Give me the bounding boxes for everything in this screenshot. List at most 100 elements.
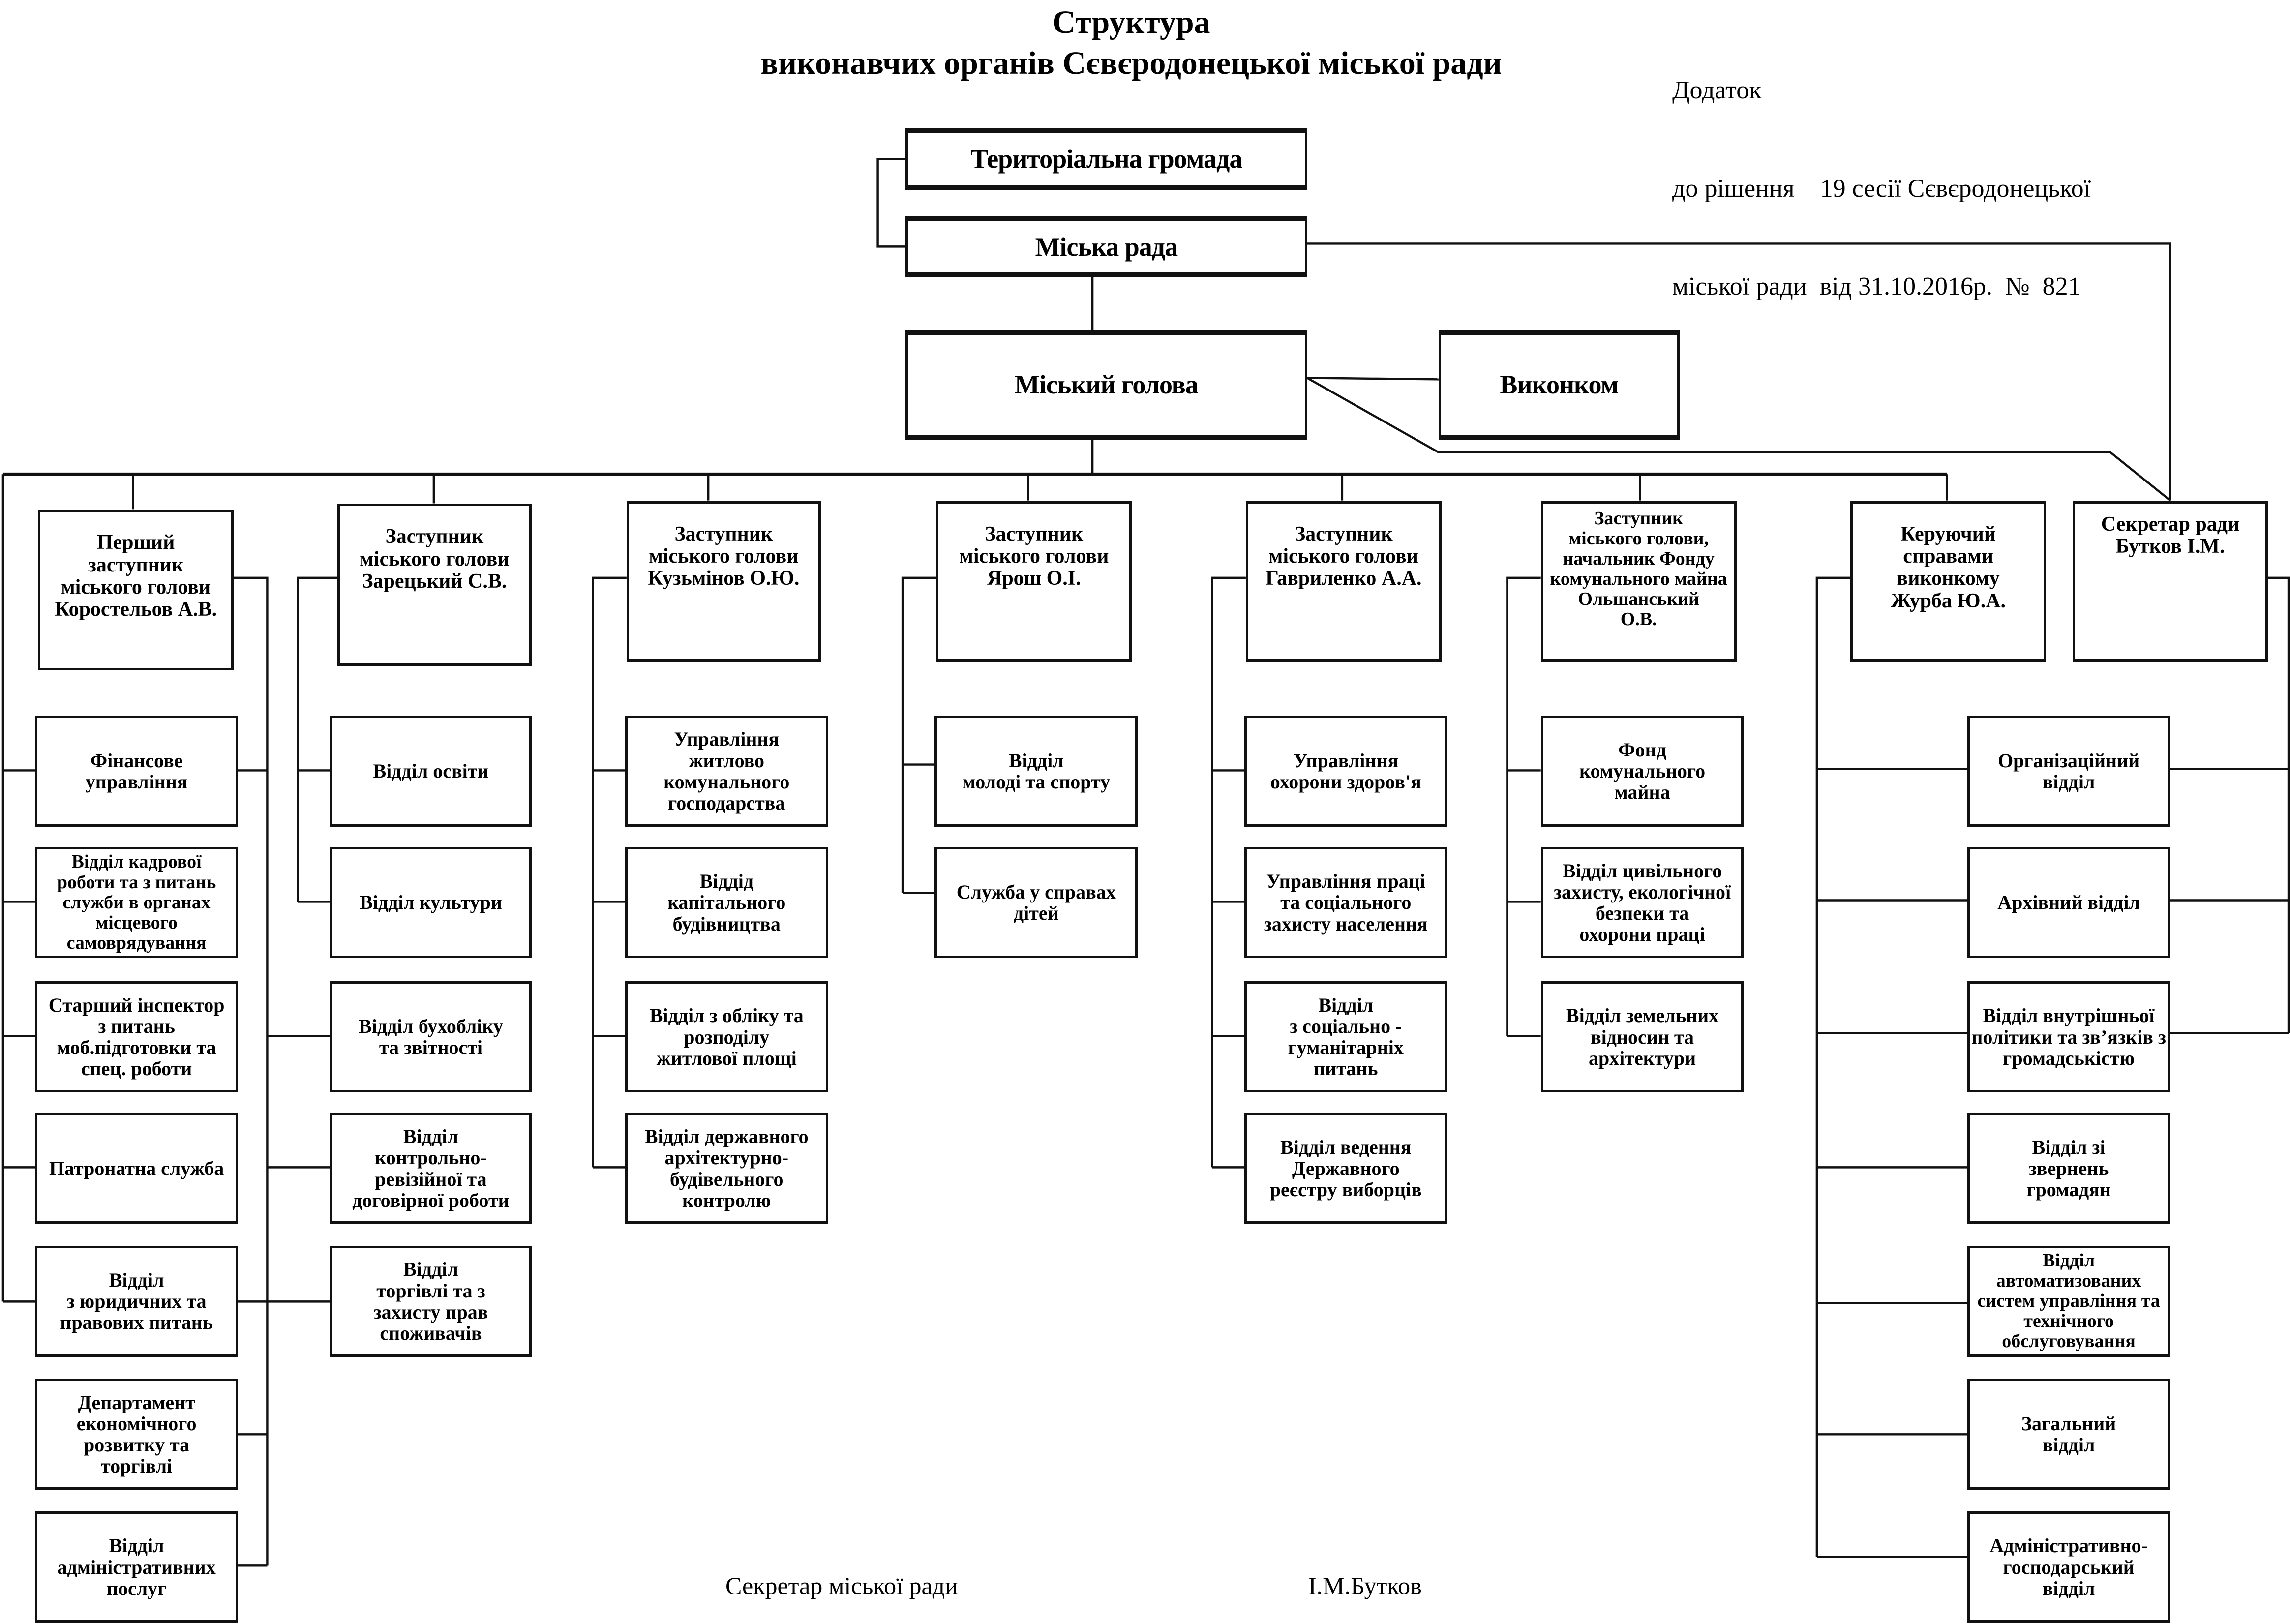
head-deputy-zaretsky-label: Заступник міського голови Зарецький С.В.: [360, 525, 510, 593]
unit-box-label: Старший інспектор з питань моб.підготовк…: [48, 993, 225, 1080]
unit-box-label: Відділ контрольно- ревізійної та договір…: [352, 1125, 510, 1211]
unit-box: Відділ внутрішньої політики та зв’язків …: [1967, 981, 2170, 1093]
unit-box-label: Фонд комунального майна: [1579, 739, 1706, 804]
head-executive-manager-label: Керуючий справами виконкому Журба Ю.А.: [1891, 522, 2006, 612]
unit-box: Служба у справах дітей: [934, 847, 1138, 958]
unit-box: Відділ освіти: [330, 716, 532, 827]
box-city-council: Міська рада: [905, 216, 1307, 278]
unit-box: Відділ з юридичних та правових питань: [35, 1245, 238, 1357]
unit-box: Управління житлово комунального господар…: [625, 716, 828, 827]
col1-right-spine: [234, 576, 269, 1566]
unit-box: Відділ з обліку та розподілу житлової пл…: [625, 981, 828, 1093]
bracket-community-council: [876, 158, 906, 248]
box-territorial-community: Територіальна громада: [905, 128, 1307, 190]
head-deputy-yarosh-label: Заступник міського голови Ярош О.І.: [959, 522, 1109, 590]
signature-name: І.М.Бутков: [1308, 1572, 1422, 1599]
unit-box: Фінансове управління: [35, 716, 238, 827]
unit-box: Відділ культури: [330, 847, 532, 958]
unit-box-label: Відділ земельних відносин та архітектури: [1566, 1004, 1719, 1069]
link-council-secretary: [1307, 242, 2171, 501]
unit-box: Віддід капітального будівництва: [625, 847, 828, 958]
box-executive-committee: Виконком: [1438, 330, 1680, 440]
unit-box-label: Управління охорони здоров'я: [1270, 749, 1421, 793]
unit-box: Загальний відділ: [1967, 1379, 2170, 1490]
unit-box-label: Відділ цивільного захисту, екологічної б…: [1553, 859, 1731, 946]
box-city-mayor-label: Міський голова: [1014, 370, 1199, 400]
box-territorial-community-label: Територіальна громада: [970, 144, 1242, 174]
head-deputy-olshansky: Заступник міського голови, начальник Фон…: [1540, 501, 1737, 662]
unit-box-label: Відділ освіти: [373, 760, 489, 782]
unit-box: Відділ державного архітектурно- будівель…: [625, 1113, 828, 1224]
unit-box-label: Адміністративно- господарський відділ: [1989, 1534, 2148, 1599]
unit-box-label: Відділ ведення Державного реєстру виборц…: [1269, 1136, 1422, 1201]
unit-box-label: Патронатна служба: [49, 1157, 224, 1179]
unit-box-label: Відділ бухобліку та звітності: [359, 1015, 503, 1059]
unit-box: Відділ торгівлі та з захисту прав спожив…: [330, 1245, 532, 1357]
annex-line-1: Додаток: [1672, 76, 1762, 105]
head-deputy-yarosh: Заступник міського голови Ярош О.І.: [936, 501, 1132, 662]
unit-box: Старший інспектор з питань моб.підготовк…: [35, 981, 238, 1093]
unit-box: Архівний відділ: [1967, 847, 2170, 958]
title-line-2: виконавчих органів Сєвєродонецької міськ…: [760, 45, 1502, 81]
unit-box: Відділ автоматизованих систем управління…: [1967, 1245, 2170, 1357]
unit-box-label: Віддід капітального будівництва: [667, 870, 786, 935]
unit-box: Управління охорони здоров'я: [1244, 716, 1447, 827]
unit-box-label: Відділ з юридичних та правових питань: [60, 1268, 213, 1334]
unit-box-label: Фінансове управління: [85, 749, 188, 793]
unit-box: Відділ бухобліку та звітності: [330, 981, 532, 1093]
link-mayor-secretary: [1306, 377, 2171, 502]
unit-box: Організаційний відділ: [1967, 716, 2170, 827]
unit-box-label: Управління праці та соціального захисту …: [1264, 870, 1428, 935]
unit-box-label: Відділ з обліку та розподілу житлової пл…: [649, 1004, 804, 1069]
unit-box-label: Відділ внутрішньої політики та зв’язків …: [1971, 1004, 2166, 1069]
head-executive-manager: Керуючий справами виконкому Журба Ю.А.: [1850, 501, 2047, 662]
annex-line-3: міської ради від 31.10.2016р. № 821: [1672, 272, 2081, 301]
unit-box: Відділ ведення Державного реєстру виборц…: [1244, 1113, 1447, 1224]
unit-box-label: Загальний відділ: [2021, 1412, 2116, 1456]
unit-box-label: Відділ автоматизованих систем управління…: [1977, 1250, 2160, 1352]
unit-box: Фонд комунального майна: [1540, 716, 1744, 827]
head-first-deputy: Перший заступник міського голови Коросте…: [38, 510, 234, 670]
unit-box-label: Відділ адміністративних послуг: [57, 1534, 216, 1599]
col2-left-spine: [297, 576, 337, 902]
head-deputy-gavrilenko: Заступник міського голови Гавриленко А.А…: [1245, 501, 1442, 662]
head-deputy-kuzminov-label: Заступник міського голови Кузьмінов О.Ю.: [648, 522, 800, 590]
unit-box-label: Відділ з соціально - гуманітарніх питань: [1288, 993, 1404, 1080]
head-deputy-kuzminov: Заступник міського голови Кузьмінов О.Ю.: [626, 501, 821, 662]
unit-box: Відділ кадрової роботи та з питань служб…: [35, 847, 238, 958]
col5-spine: [1211, 576, 1246, 1168]
unit-box: Відділ земельних відносин та архітектури: [1540, 981, 1744, 1093]
unit-box: Відділ цивільного захисту, екологічної б…: [1540, 847, 1744, 958]
col6-spine: [1506, 576, 1541, 1036]
link-mayor-executive: [1307, 377, 1439, 381]
unit-box: Управління праці та соціального захисту …: [1244, 847, 1447, 958]
unit-box: Відділ з соціально - гуманітарніх питань: [1244, 981, 1447, 1093]
signature-title: Секретар міської ради: [725, 1572, 958, 1599]
head-council-secretary: Секретар ради Бутков І.М.: [2072, 501, 2268, 662]
page-title: Структура виконавчих органів Сєвєродонец…: [664, 2, 1598, 84]
unit-box-label: Відділ державного архітектурно- будівель…: [644, 1125, 809, 1211]
annex-line-2: до рішення 19 сесії Сєвєродонецької: [1672, 174, 2091, 203]
unit-box-label: Відділ молоді та спорту: [962, 749, 1111, 793]
unit-box: Патронатна служба: [35, 1113, 238, 1224]
col3-spine: [592, 576, 627, 1168]
box-executive-committee-label: Виконком: [1500, 370, 1619, 400]
box-city-council-label: Міська рада: [1035, 232, 1178, 262]
unit-box-label: Відділ торгівлі та з захисту прав спожив…: [373, 1258, 488, 1344]
head-deputy-gavrilenko-label: Заступник міського голови Гавриленко А.А…: [1266, 522, 1422, 590]
head-first-deputy-label: Перший заступник міського голови Коросте…: [55, 531, 217, 621]
unit-box: Відділ молоді та спорту: [934, 716, 1138, 827]
unit-box-label: Управління житлово комунального господар…: [663, 728, 790, 814]
unit-box: Адміністративно- господарський відділ: [1967, 1511, 2170, 1623]
unit-box-label: Відділ зі звернень громадян: [2026, 1136, 2111, 1201]
unit-box: Відділ контрольно- ревізійної та договір…: [330, 1113, 532, 1224]
head-deputy-zaretsky: Заступник міського голови Зарецький С.В.: [337, 504, 532, 666]
secretary-spine: [2268, 576, 2290, 1033]
head-deputy-olshansky-label: Заступник міського голови, начальник Фон…: [1550, 508, 1727, 630]
head-council-secretary-label: Секретар ради Бутков І.М.: [2101, 512, 2240, 558]
unit-box-label: Відділ кадрової роботи та з питань служб…: [57, 851, 216, 953]
unit-box-label: Відділ культури: [360, 891, 502, 914]
col7-spine: [1815, 576, 1851, 1557]
unit-box-label: Служба у справах дітей: [956, 880, 1116, 925]
